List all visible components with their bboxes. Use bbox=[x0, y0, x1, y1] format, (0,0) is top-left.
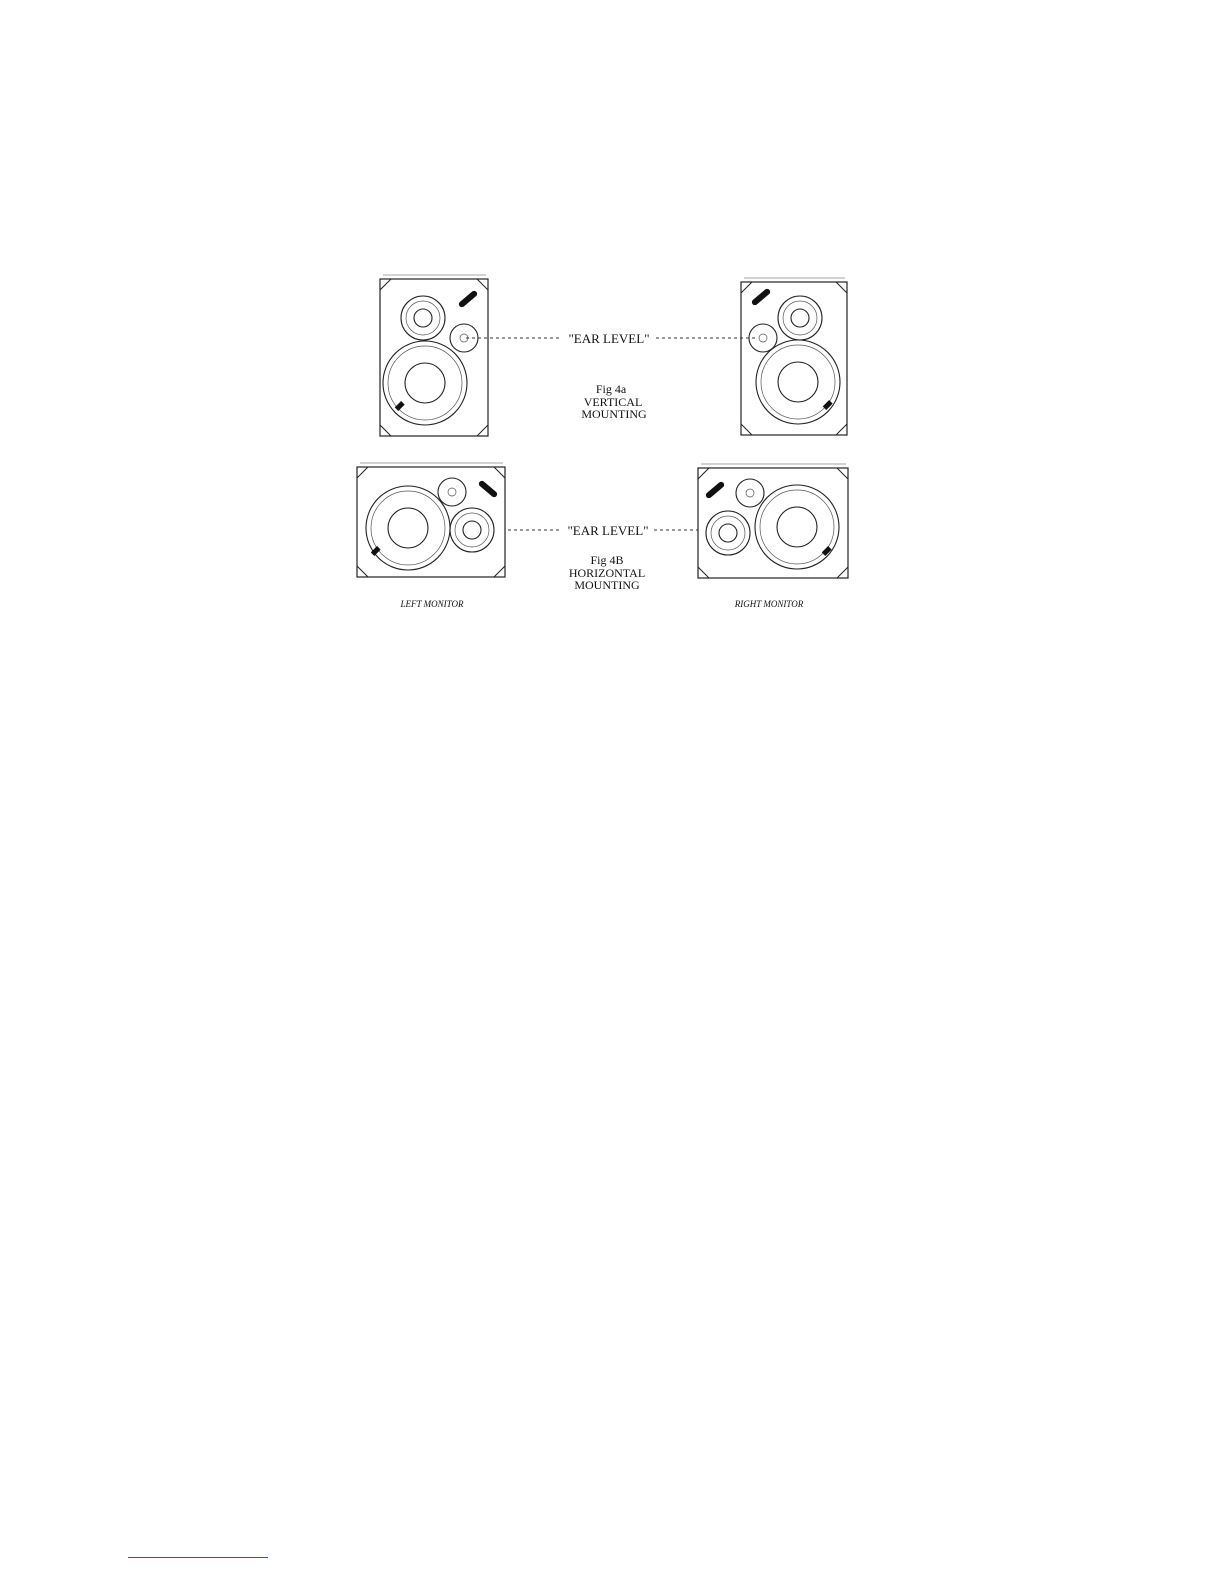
fig-4a-number: Fig 4a bbox=[596, 382, 627, 396]
speaker-vertical-left bbox=[380, 275, 488, 436]
footnote-rule bbox=[128, 1557, 268, 1558]
ear-level-label-top: "EAR LEVEL" bbox=[568, 331, 649, 346]
speaker-horizontal-right bbox=[698, 464, 848, 578]
fig-4b-number: Fig 4B bbox=[590, 553, 623, 567]
right-monitor-label: RIGHT MONITOR bbox=[734, 599, 804, 609]
speaker-vertical-right bbox=[741, 278, 847, 435]
left-monitor-label: LEFT MONITOR bbox=[400, 599, 464, 609]
ear-level-label-bottom: "EAR LEVEL" bbox=[567, 523, 648, 538]
fig-4a-line2: MOUNTING bbox=[581, 407, 647, 421]
fig-4b-line2: MOUNTING bbox=[574, 578, 640, 592]
speaker-horizontal-left bbox=[357, 463, 505, 577]
